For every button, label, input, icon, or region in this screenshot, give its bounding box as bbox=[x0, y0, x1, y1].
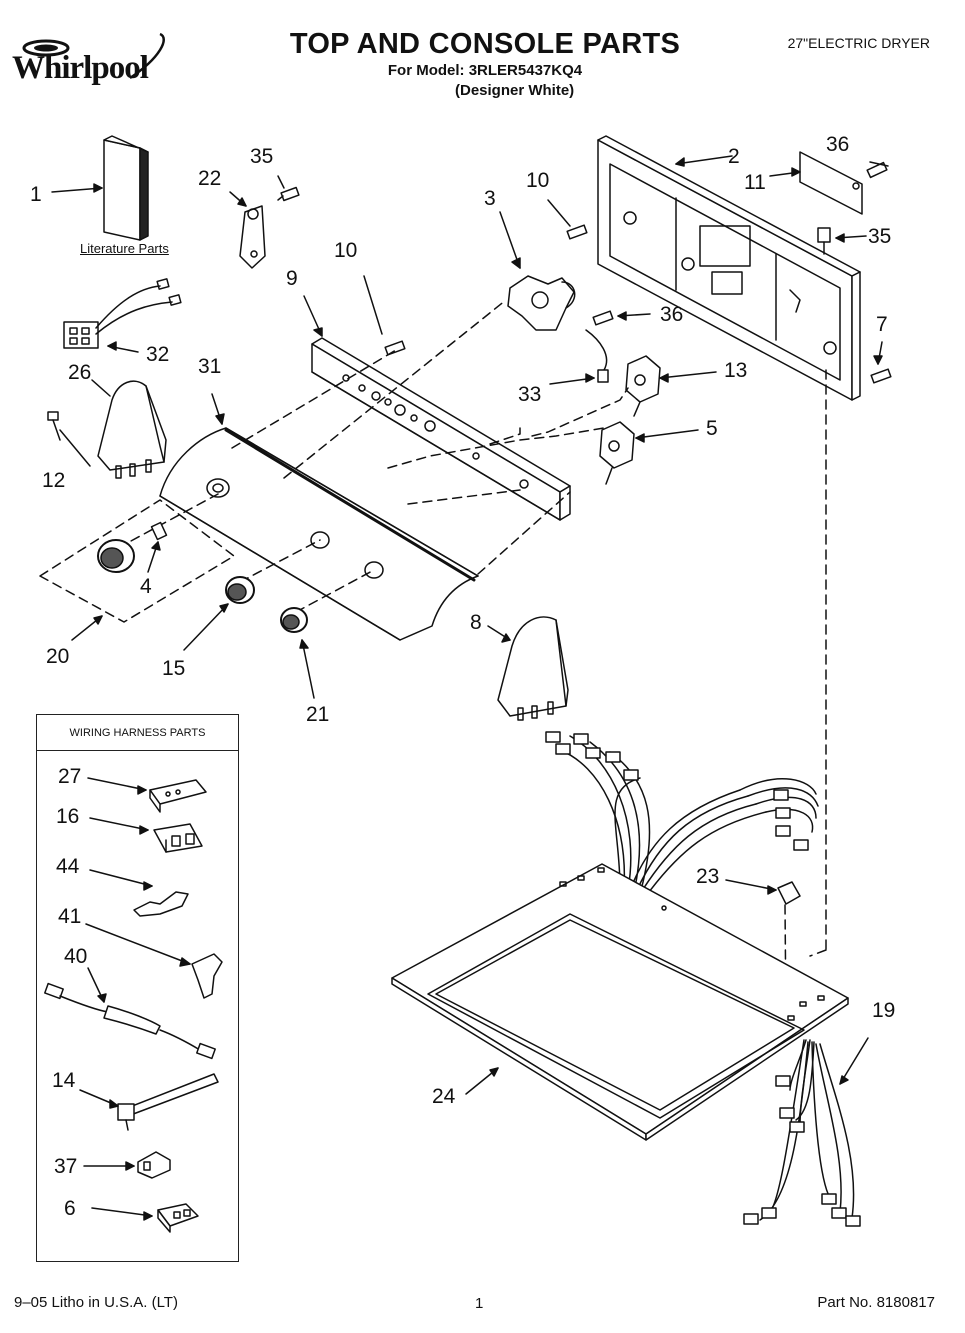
main-top-part bbox=[391, 863, 849, 1141]
callout-label: 23 bbox=[696, 865, 720, 888]
cable-tie-14-part bbox=[117, 1073, 219, 1131]
callout-label: 5 bbox=[706, 417, 718, 440]
callout-label: 10 bbox=[334, 239, 358, 262]
callout-label: 8 bbox=[470, 611, 482, 634]
push-switch-part bbox=[625, 355, 661, 417]
callout-label: 37 bbox=[54, 1155, 78, 1178]
console-shell-part bbox=[159, 427, 479, 641]
brand-name: Whirlpool bbox=[12, 50, 149, 86]
callout-label: 9 bbox=[286, 267, 298, 290]
page-title: TOP AND CONSOLE PARTS bbox=[289, 28, 681, 60]
screw-part bbox=[592, 310, 614, 326]
callout-label: 35 bbox=[250, 145, 274, 168]
left-end-cap-part bbox=[97, 380, 167, 479]
callout-label: 11 bbox=[744, 171, 766, 194]
timer-knob-part bbox=[97, 539, 135, 573]
callout-label: 20 bbox=[46, 645, 70, 668]
screw-part bbox=[566, 224, 588, 240]
control-bracket-rail-part bbox=[311, 337, 571, 521]
callout-label: 36 bbox=[826, 133, 850, 156]
callout-label: 27 bbox=[58, 765, 82, 788]
page-number: 1 bbox=[475, 1295, 484, 1312]
callout-label: 44 bbox=[56, 855, 80, 878]
callout-label: 40 bbox=[64, 945, 88, 968]
whirlpool-logo-icon bbox=[22, 32, 165, 80]
callout-label: 41 bbox=[58, 905, 82, 928]
model-line: For Model: 3RLER5437KQ4 bbox=[387, 62, 583, 79]
wiring-harness-title: WIRING HARNESS PARTS bbox=[37, 715, 238, 751]
callout-label: 12 bbox=[42, 469, 66, 492]
model-variant: (Designer White) bbox=[455, 82, 575, 99]
callout-label: 36 bbox=[660, 303, 684, 326]
harness-clip-part bbox=[777, 881, 801, 905]
timer-part bbox=[507, 275, 576, 331]
clip-part bbox=[150, 521, 168, 541]
callout-label: 19 bbox=[872, 999, 896, 1022]
lower-wire-harness-part bbox=[743, 1039, 861, 1227]
callout-label: 3 bbox=[484, 187, 496, 210]
callout-label: 33 bbox=[518, 383, 542, 406]
part-number: Part No. 8180817 bbox=[817, 1294, 935, 1311]
terminal-44-part bbox=[133, 891, 189, 917]
screw-part bbox=[384, 340, 406, 356]
clip-41-part bbox=[191, 953, 223, 999]
screw-part bbox=[47, 411, 61, 441]
screw-part bbox=[866, 161, 888, 179]
callout-label: 14 bbox=[52, 1069, 76, 1092]
connector-37-part bbox=[137, 1151, 171, 1179]
callout-label: 35 bbox=[868, 225, 892, 248]
harness-connector-27-part bbox=[149, 779, 207, 813]
selector-switch-part bbox=[599, 421, 635, 485]
callout-label: 16 bbox=[56, 805, 80, 828]
selector-knob-part bbox=[225, 576, 255, 604]
console-back-panel-part bbox=[597, 135, 861, 401]
product-type: 27"ELECTRIC DRYER bbox=[787, 35, 930, 51]
callout-label: 26 bbox=[68, 361, 92, 384]
callout-label: 22 bbox=[198, 167, 222, 190]
thermal-fuse-lead-40-part bbox=[44, 982, 216, 1060]
callout-label: 6 bbox=[64, 1197, 76, 1220]
push-button-knob-part bbox=[280, 607, 308, 633]
screw-part bbox=[277, 186, 300, 202]
callout-label: 13 bbox=[724, 359, 748, 382]
callout-label: 1 bbox=[30, 183, 42, 206]
harness-connector-16-part bbox=[153, 823, 203, 853]
wire-lead-part bbox=[585, 329, 609, 383]
literature-parts-label: Literature Parts bbox=[80, 241, 169, 256]
callout-label: 10 bbox=[526, 169, 550, 192]
literature-booklet-part bbox=[103, 135, 149, 241]
litho-note: 9–05 Litho in U.S.A. (LT) bbox=[14, 1294, 178, 1311]
main-wire-harness-part bbox=[545, 731, 819, 897]
callout-label: 7 bbox=[876, 313, 888, 336]
screw-part bbox=[817, 227, 831, 255]
callout-label: 2 bbox=[728, 145, 740, 168]
connector-6-part bbox=[157, 1203, 199, 1233]
callout-label: 4 bbox=[140, 575, 152, 598]
callout-label: 31 bbox=[198, 355, 222, 378]
callout-label: 21 bbox=[306, 703, 330, 726]
bracket-strap-part bbox=[239, 205, 266, 269]
callout-label: 24 bbox=[432, 1085, 456, 1108]
callout-label: 32 bbox=[146, 343, 170, 366]
clip-bracket-part bbox=[799, 151, 863, 215]
screw-part bbox=[870, 368, 892, 384]
callout-label: 15 bbox=[162, 657, 186, 680]
wiring-harness-parts-box bbox=[36, 714, 239, 1262]
wire-connector-part bbox=[63, 278, 182, 349]
right-end-cap-part bbox=[497, 616, 569, 721]
